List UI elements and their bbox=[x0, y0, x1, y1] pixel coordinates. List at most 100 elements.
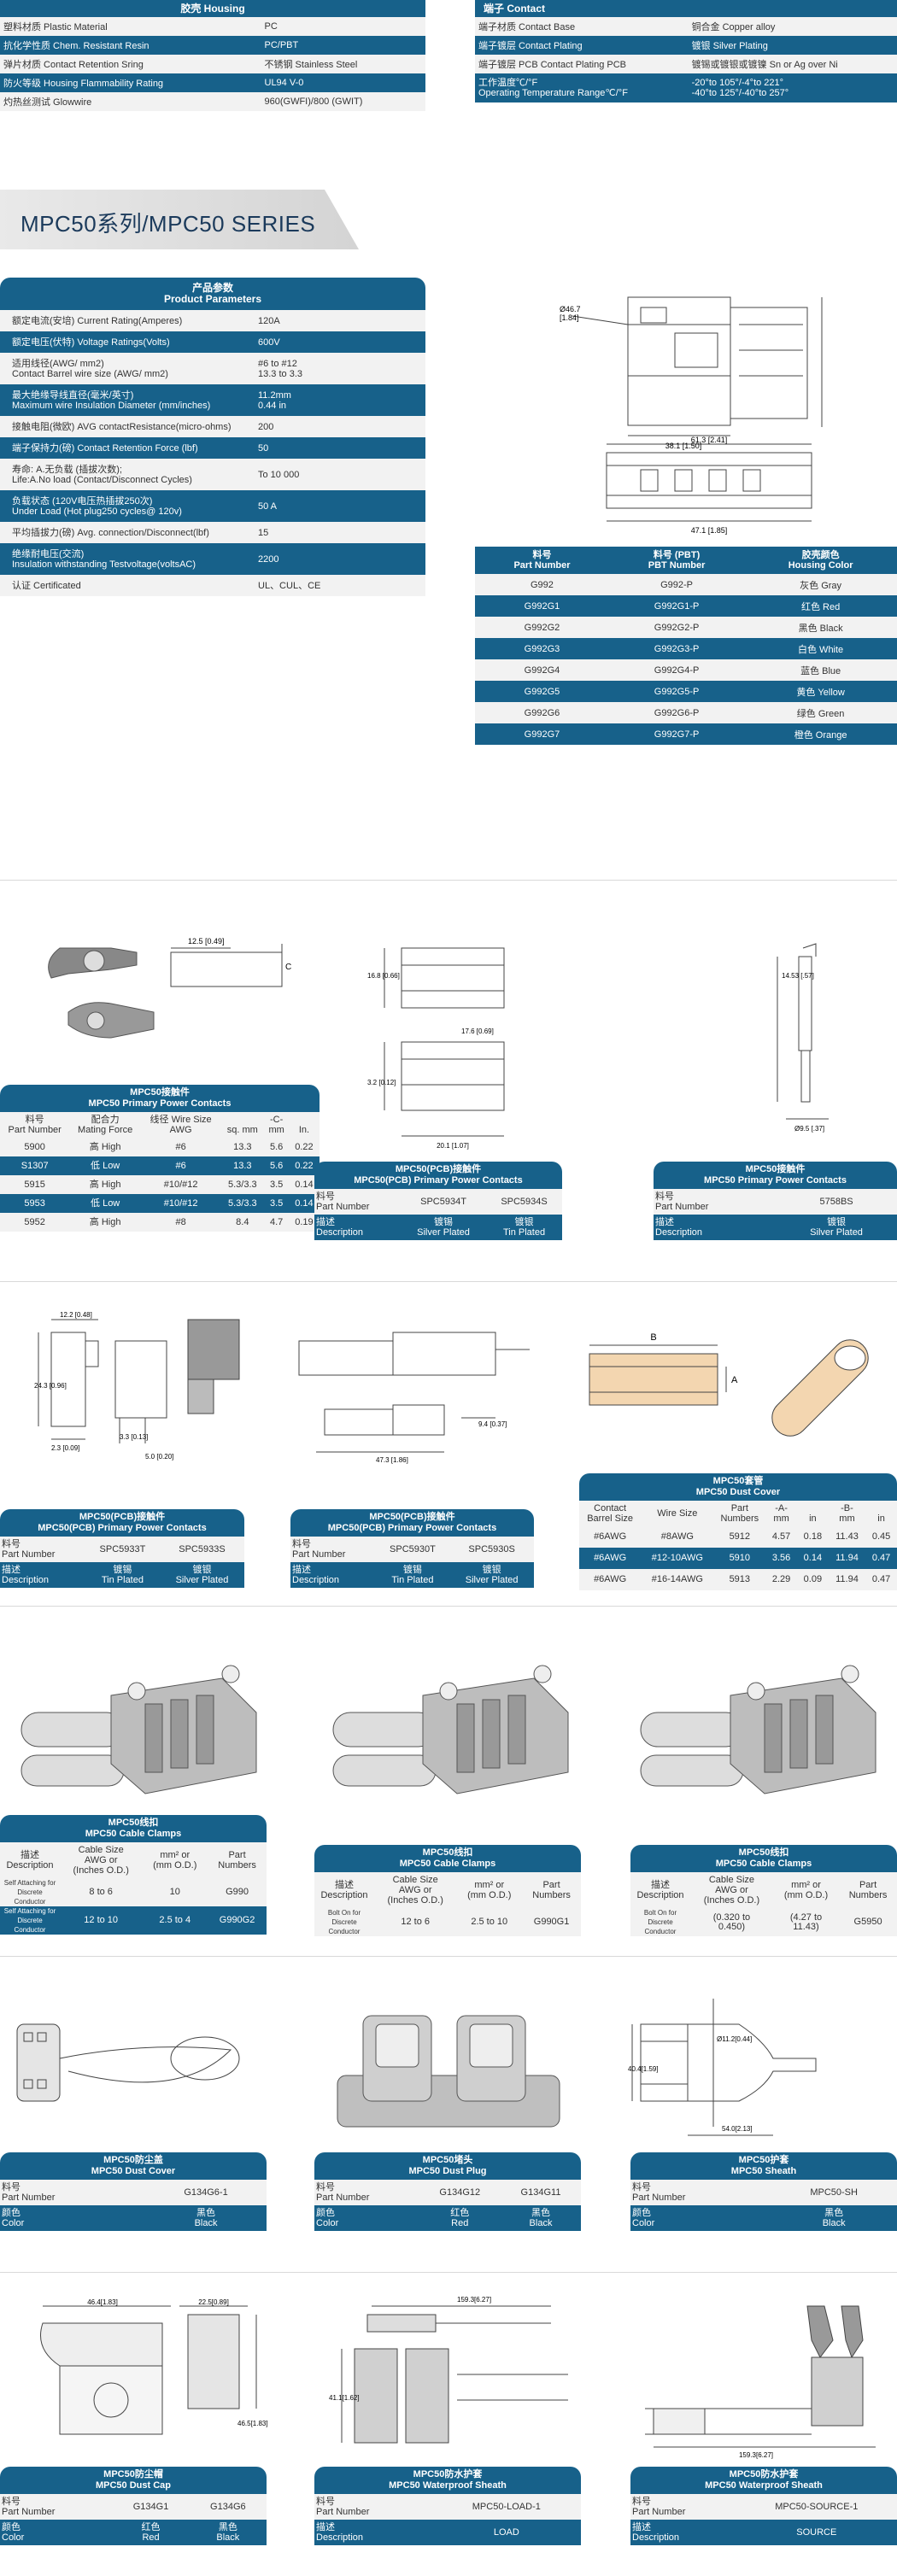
clamp1-title-en: MPC50 Cable Clamps bbox=[85, 1829, 182, 1839]
cell: SPC5930S bbox=[468, 1544, 515, 1554]
dim-text: 46.5[1.83] bbox=[237, 2420, 268, 2427]
cell: 镀银 Silver Plated bbox=[465, 1565, 519, 1585]
dim-text: 159.3[6.27] bbox=[739, 2451, 773, 2459]
param-row: 端子保持力(磅) Contact Retention Force (lbf)50 bbox=[0, 437, 425, 459]
column-header: mm² or (mm O.D.) bbox=[467, 1880, 512, 1900]
param-row: 额定电压(伏特) Voltage Ratings(Volts)600V bbox=[0, 331, 425, 353]
divider bbox=[0, 880, 897, 881]
param-value: 600V bbox=[258, 337, 280, 348]
cell: 5.3/3.3 bbox=[227, 1179, 257, 1190]
cell: 黑色 Black bbox=[798, 623, 843, 634]
row-value: 铜合金 Copper alloy bbox=[691, 22, 776, 32]
cell: 高 High bbox=[89, 1141, 121, 1152]
param-label: 认证 Certificated bbox=[12, 580, 81, 591]
cell: 5758BS bbox=[819, 1197, 853, 1207]
dim-text: 16.8 [0.66] bbox=[367, 972, 400, 980]
param-value: 11.2mm 0.44 in bbox=[258, 389, 291, 411]
cell: 镀银 Silver Plated bbox=[810, 1217, 863, 1238]
param-row: 适用线径(AWG/ mm2) Contact Barrel wire size … bbox=[0, 353, 425, 384]
column-header: -C- mm bbox=[268, 1115, 284, 1135]
cell: #6AWG bbox=[594, 1553, 627, 1563]
cell: 镀锡 Tin Plated bbox=[101, 1565, 144, 1585]
row-value: 镀银 Silver Plating bbox=[691, 41, 768, 51]
cell: 0.19 bbox=[295, 1216, 314, 1227]
param-value: UL、CUL、CE bbox=[258, 580, 321, 591]
cell: G992G3 bbox=[524, 643, 560, 654]
cell: G992G4-P bbox=[654, 664, 700, 676]
cell: 5900 bbox=[24, 1141, 45, 1152]
row-value: PC/PBT bbox=[264, 40, 299, 50]
cell: 0.47 bbox=[871, 1553, 891, 1563]
cell: 颜色 Color bbox=[2, 2208, 25, 2228]
dim-text: 12.2 [0.48] bbox=[60, 1311, 92, 1319]
cell: 料号 Part Number bbox=[316, 2182, 370, 2203]
cable-clamp-drawing bbox=[636, 1644, 884, 1802]
param-row: 负载状态 (120V电压热插拔250次) Under Load (Hot plu… bbox=[0, 490, 425, 522]
dust-title-cn: MPC50套管 bbox=[712, 1476, 764, 1486]
cell: 低 Low bbox=[91, 1160, 120, 1171]
series-banner: MPC50系列/MPC50 SERIES bbox=[0, 190, 359, 249]
table-row: 工作温度℃/°F Operating Temperature Range℃/°F… bbox=[475, 73, 897, 102]
dim-text: 24.3 [0.96] bbox=[34, 1382, 67, 1390]
cell: 3.5 bbox=[269, 1197, 284, 1209]
cell: SPC5930T bbox=[390, 1544, 436, 1554]
cell: #10/#12 bbox=[163, 1197, 198, 1209]
pc1-title-en: MPC50 Primary Power Contacts bbox=[88, 1098, 232, 1109]
cell: 橙色 Orange bbox=[794, 729, 847, 741]
cell: G992G1 bbox=[524, 600, 560, 612]
cell: 0.14 bbox=[295, 1179, 314, 1190]
pcb-contact-drawing-3: 9.4 [0.37] 47.3 [1.86] bbox=[290, 1324, 547, 1473]
cell: 12 to 6 bbox=[401, 1917, 430, 1927]
cell: SPC5934S bbox=[501, 1197, 548, 1207]
pc2-title-en: MPC50(PCB) Primary Power Contacts bbox=[354, 1175, 523, 1186]
dust-cover-lanyard-drawing bbox=[9, 2007, 256, 2131]
cell: 11.43 bbox=[835, 1531, 859, 1542]
clamp1-title-cn: MPC50线扣 bbox=[108, 1818, 159, 1828]
sheath-drawing: Ø11.2[0.44] 40.4[1.59] 54.0[2.13] bbox=[628, 1990, 884, 2148]
cell: 5.3/3.3 bbox=[227, 1197, 257, 1209]
cell: #10/#12 bbox=[163, 1179, 198, 1190]
cell: 蓝色 Blue bbox=[800, 665, 841, 676]
param-value: 15 bbox=[258, 527, 269, 538]
contact-title: 端子 Contact bbox=[475, 0, 897, 17]
column-header: in bbox=[809, 1513, 817, 1524]
dust-cap-drawing: 46.4[1.83] 22.5[0.89] 46.5[1.83] bbox=[9, 2298, 268, 2464]
cell: G990 bbox=[226, 1887, 249, 1897]
cell: SOURCE bbox=[796, 2527, 837, 2538]
cell: G992G6-P bbox=[654, 707, 700, 718]
cell: 镀锡 Tin Plated bbox=[391, 1565, 434, 1585]
connector-drawing: Ø46.7[1.84] 38.1 [1.50] 61.3 [2.41] 47.1… bbox=[555, 290, 897, 551]
dust-cover-drawing: B A bbox=[581, 1320, 888, 1443]
cable-clamp-drawing bbox=[329, 1644, 577, 1802]
cell: 13.3 bbox=[233, 1141, 252, 1152]
param-row: 寿命: A.无负载 (插拔次数); Life:A.No load (Contac… bbox=[0, 459, 425, 490]
param-label: 端子保持力(磅) Contact Retention Force (lbf) bbox=[12, 442, 198, 454]
pc5-title-en: MPC50(PCB) Primary Power Contacts bbox=[327, 1523, 497, 1533]
params-title-en: Product Parameters bbox=[163, 293, 262, 305]
waterproof-load-drawing: 159.3[6.27] 41.1[1.62] bbox=[329, 2289, 585, 2464]
